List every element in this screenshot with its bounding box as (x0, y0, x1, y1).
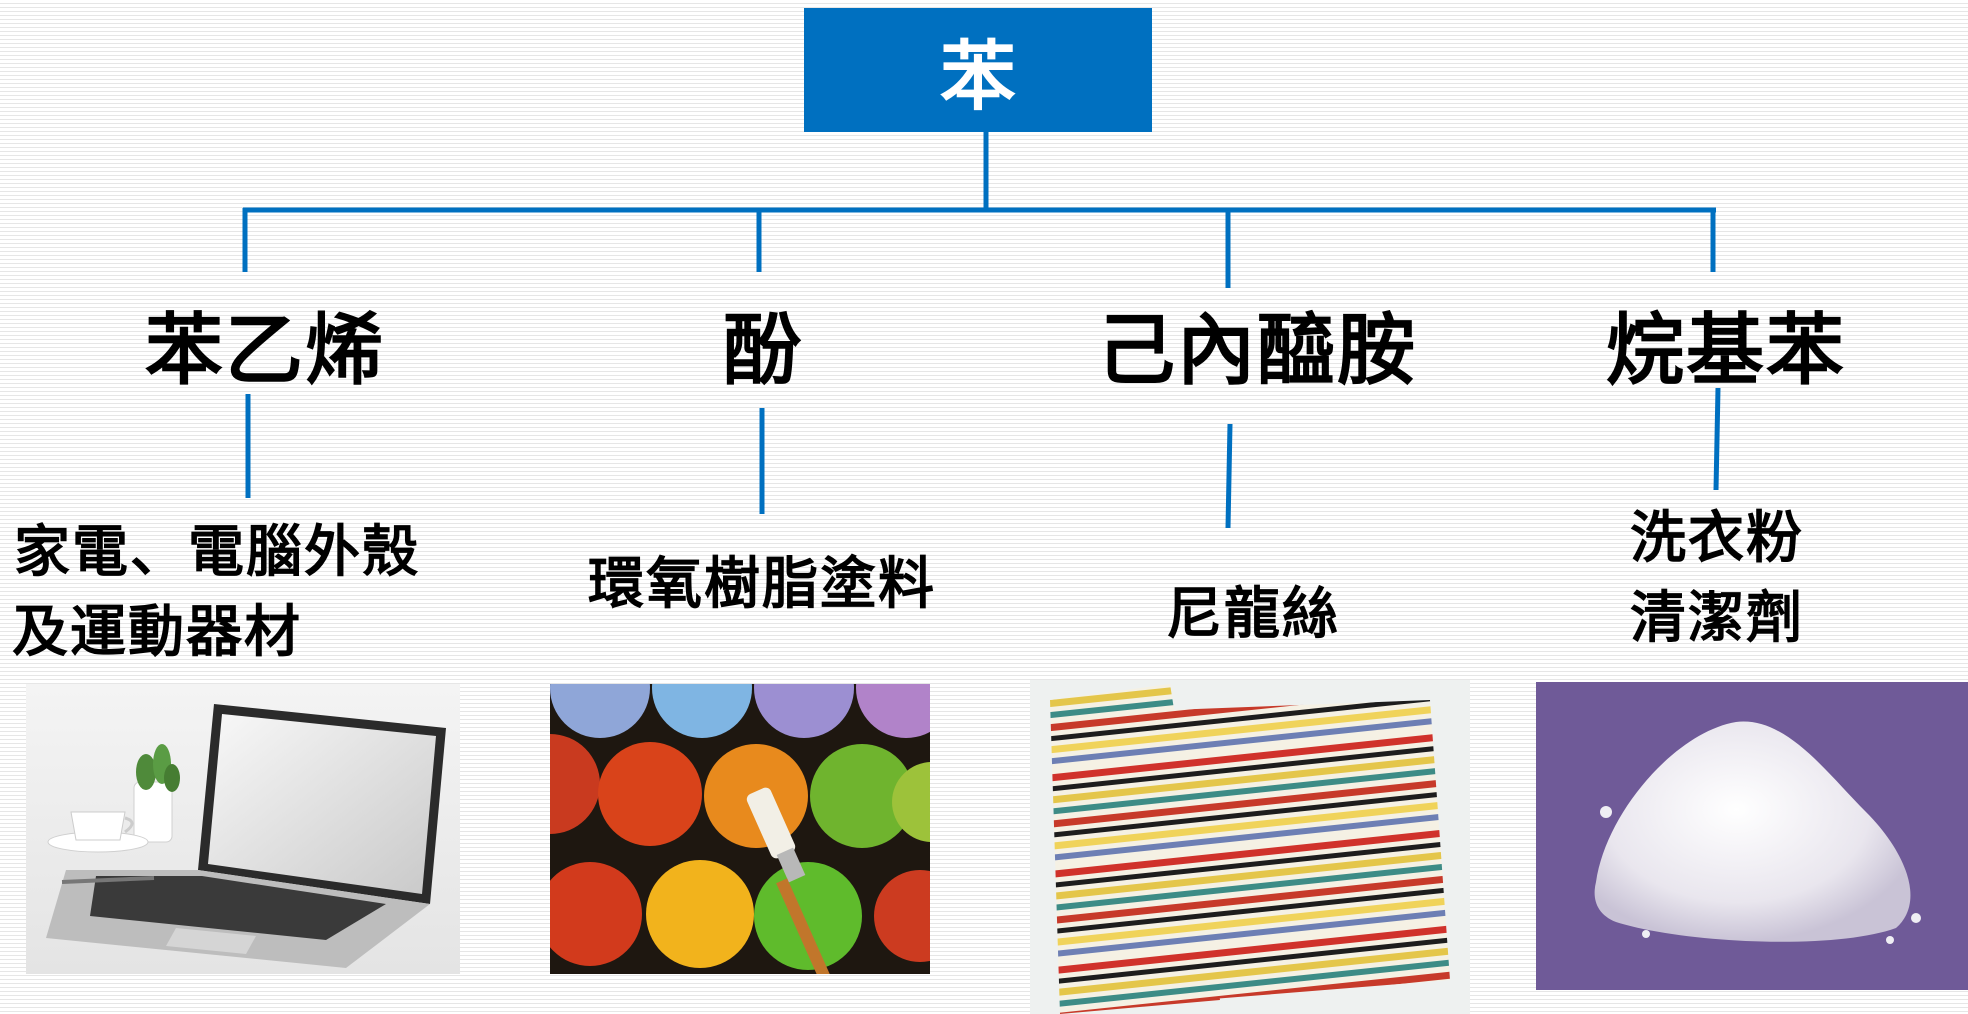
use-label-caprolactam: 尼龍絲 (1166, 581, 1340, 647)
use-label-styrene-line-1: 家電、電腦外殼 (14, 519, 420, 585)
branch-4-use-line (1713, 387, 1721, 491)
paint-jars-image (550, 684, 930, 974)
product-node-caprolactam: 己內醯胺 (1096, 305, 1418, 396)
nylon-fabric-image (1030, 680, 1470, 1014)
laptop-image (26, 684, 460, 974)
root-node: 苯 (804, 8, 1152, 132)
use-label-styrene-line-2: 及運動器材 (12, 599, 302, 665)
use-label-alkylbenzene-line-1: 洗衣粉 (1630, 505, 1804, 571)
branch-3-use-line (1225, 423, 1233, 529)
use-label-alkylbenzene-line-2: 清潔劑 (1630, 585, 1804, 651)
root-node-label: 苯 (940, 32, 1016, 121)
use-label-phenol: 環氧樹脂塗料 (588, 551, 936, 617)
detergent-powder-image (1536, 682, 1968, 990)
product-node-alkylbenzene: 烷基苯 (1605, 305, 1847, 396)
product-node-phenol: 酚 (722, 305, 804, 396)
product-node-styrene: 苯乙烯 (144, 305, 386, 396)
